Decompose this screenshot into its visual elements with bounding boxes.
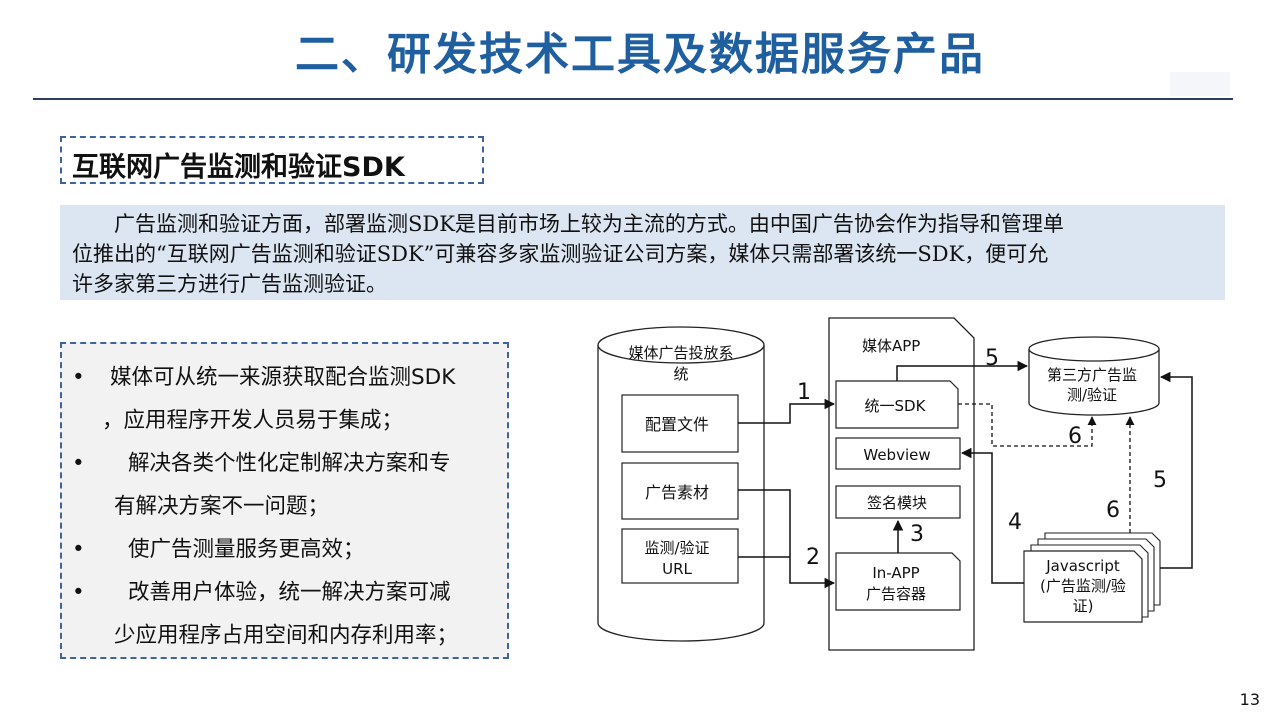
bullet-marker: • [72,451,85,476]
step-number-5-right: 5 [1153,468,1167,493]
step-number-2: 2 [806,545,820,570]
bullet-item-2-cont: 有解决方案不一问题； [72,485,499,528]
arrow-6-sdk [958,403,1097,447]
arrow-5-js [1159,371,1193,569]
bullet-text: 使广告测量服务更高效； [128,537,365,562]
media-system-label-2: 统 [673,365,688,383]
intro-line-3: 许多家第三方进行广告监测验证。 [72,272,387,296]
page-title: 二、研发技术工具及数据服务产品 [295,29,985,80]
javascript-label-1: Javascript [1045,557,1120,575]
javascript-label-3: 证) [1073,597,1094,615]
intro-line-2: 位推出的“互联网广告监测和验证SDK”可兼容多家监测验证公司方案，媒体只需部署该… [72,242,1049,266]
step-number-6-right: 6 [1106,498,1120,523]
title-accent [1170,72,1230,96]
bullet-marker: • [72,537,85,562]
third-party-label-2: 测/验证 [1067,386,1117,404]
arrow-2-material [738,489,836,589]
webview-label: Webview [863,446,930,464]
javascript-label-2: (广告监测/验 [1040,577,1126,595]
third-party-label-1: 第三方广告监 [1047,366,1137,384]
section-title: 互联网广告监测和验证SDK [72,152,405,183]
step-number-1: 1 [797,380,811,405]
config-file-box [621,394,739,453]
intro-paragraph: 广告监测和验证方面，部署监测SDK是目前市场上较为主流的方式。由中国广告协会作为… [60,205,1225,300]
monitor-url-label-1: 监测/验证 [644,539,709,557]
bullet-marker: • [72,580,85,605]
inapp-label-2: 广告容器 [866,585,926,603]
signature-box [835,485,961,519]
bullet-item-4-cont: 少应用程序占用空间和内存利用率； [72,614,499,657]
page-number: 13 [1239,690,1260,709]
media-system-label-1: 媒体广告投放系 [628,344,733,362]
unified-sdk-box [835,380,959,429]
intro-line-1: 广告监测和验证方面，部署监测SDK是目前市场上较为主流的方式。由中国广告协会作为… [72,212,1064,236]
bullet-item-1-cont: ，应用程序开发人员易于集成； [72,399,499,442]
javascript-stack [1023,532,1161,623]
signature-label: 签名模块 [867,494,927,512]
bullet-text: 解决各类个性化定制解决方案和专 [128,451,451,476]
step-number-3: 3 [910,522,924,547]
title-divider [33,98,1233,100]
step-number-4: 4 [1008,510,1022,535]
bullet-text: 有解决方案不一问题； [114,494,330,519]
arrow-5-sdk [896,360,1029,381]
section-title-box: 互联网广告监测和验证SDK [60,136,484,184]
bullet-item-3: • 使广告测量服务更高效； [72,528,499,571]
step-number-5-top: 5 [985,346,999,371]
bullet-item-1: • 媒体可从统一来源获取配合监测SDK [72,356,499,399]
ad-material-label: 广告素材 [645,483,709,502]
webview-box [835,437,961,470]
bullet-text: 改善用户体验，统一解决方案可减 [128,580,451,605]
inapp-container-box [835,552,961,611]
media-app-label: 媒体APP [862,337,920,355]
bullet-list-box: • 媒体可从统一来源获取配合监测SDK ，应用程序开发人员易于集成； • 解决各类个… [60,342,509,659]
config-file-label: 配置文件 [645,415,709,434]
arrow-4 [960,447,1024,584]
bullet-text: 媒体可从统一来源获取配合监测SDK [110,365,456,390]
bullet-item-4: • 改善用户体验，统一解决方案可减 [72,571,499,614]
ad-material-box [621,462,739,520]
inapp-label-1: In-APP [872,564,919,582]
bullet-marker: • [72,365,85,390]
bullet-text: 少应用程序占用空间和内存利用率； [114,623,459,648]
unified-sdk-label: 统一SDK [865,397,927,415]
bullet-item-2: • 解决各类个性化定制解决方案和专 [72,442,499,485]
monitor-url-box [621,528,739,584]
third-party-cylinder [1028,336,1160,416]
monitor-url-label-2: URL [662,560,692,578]
bullet-text: ，应用程序开发人员易于集成； [102,408,404,433]
step-number-6-top: 6 [1068,424,1082,449]
arrow-1 [738,398,836,424]
